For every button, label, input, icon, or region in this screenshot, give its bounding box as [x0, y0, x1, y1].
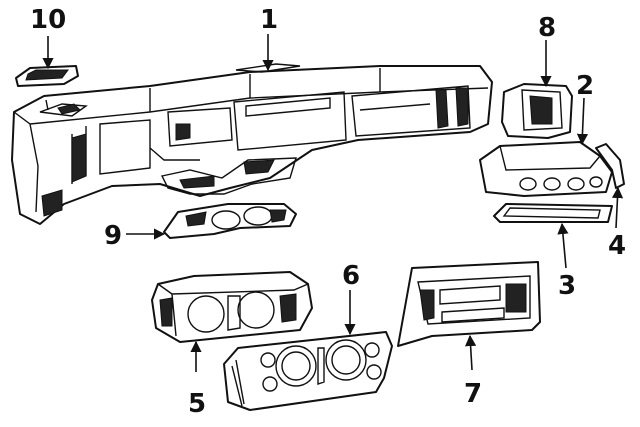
leader-3 [557, 222, 569, 269]
part-8-vent-housing [501, 83, 573, 139]
callout-9: 9 [104, 221, 122, 251]
leader-lines [42, 34, 624, 372]
part-2-switch-bezel [479, 141, 613, 197]
callout-5: 5 [188, 389, 206, 419]
callout-7: 7 [464, 379, 482, 409]
callout-labels: 10 1 8 2 4 3 9 6 7 5 [30, 5, 626, 419]
callout-8: 8 [538, 13, 556, 43]
callout-10: 10 [30, 5, 66, 35]
callout-6: 6 [342, 261, 360, 291]
part-3-lens-plate [493, 203, 613, 223]
callout-4: 4 [608, 231, 626, 261]
leader-7 [465, 334, 477, 371]
callout-3: 3 [558, 271, 576, 301]
part-6-face-plate [223, 331, 393, 411]
part-10-defroster-grille [15, 65, 79, 87]
callout-2: 2 [576, 71, 594, 101]
part-4-end-cap [595, 143, 625, 189]
part-7-trim-bezel [397, 261, 541, 347]
part-1-instrument-panel [11, 63, 493, 225]
leader-2 [576, 97, 589, 146]
callout-1: 1 [260, 5, 278, 35]
leader-4 [611, 186, 624, 229]
part-9-lower-bezel [163, 203, 297, 239]
part-5-gauge-cluster [151, 271, 313, 343]
